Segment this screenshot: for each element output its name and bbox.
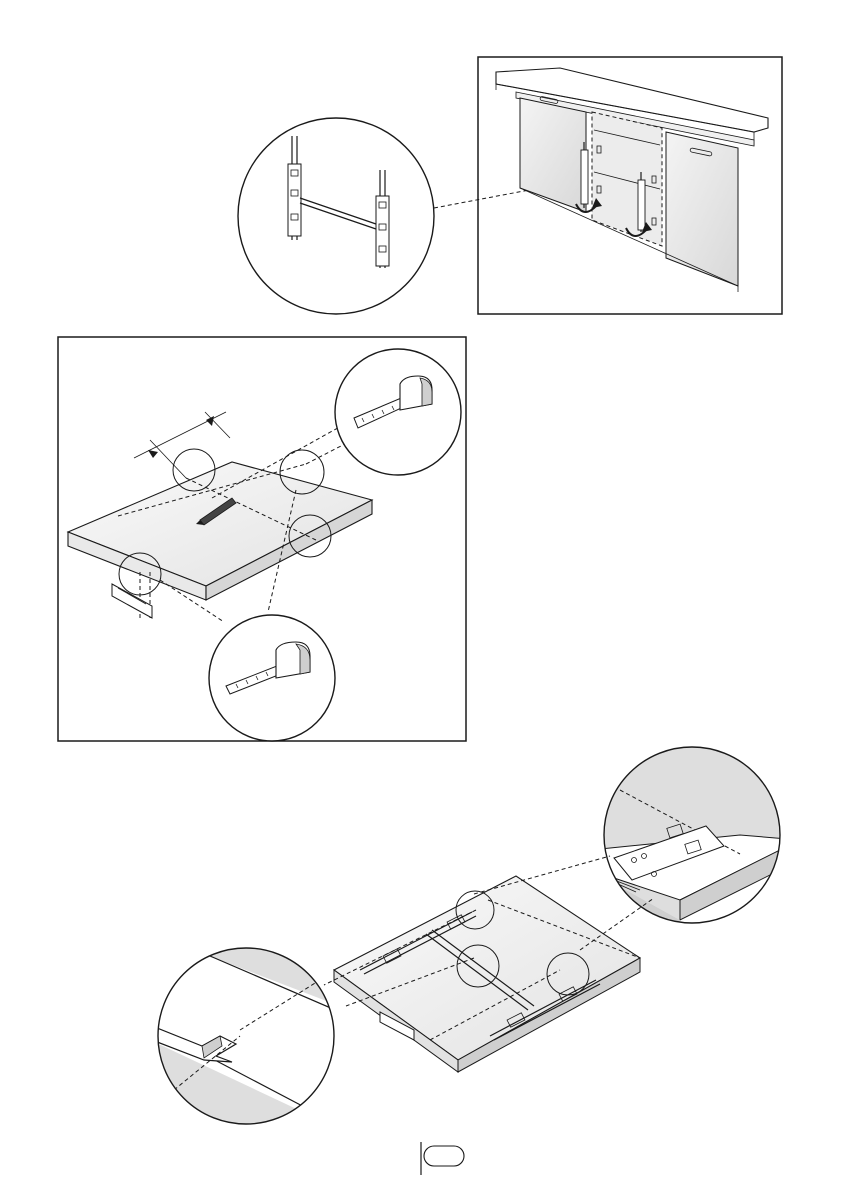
hinge-bracket-zoom-circle xyxy=(590,746,800,960)
slot-detail-zoom-circle xyxy=(150,940,350,1130)
tape-measure-zoom-circle-bottom xyxy=(209,615,335,741)
door-panel-assembly-figure xyxy=(150,746,800,1130)
zoom-leader-top xyxy=(474,856,610,894)
measuring-template-figure xyxy=(68,349,461,741)
kitchen-cabinet-illustration xyxy=(496,68,768,292)
door-panel-with-brackets xyxy=(334,876,640,1060)
page-footer xyxy=(421,1142,464,1175)
language-badge xyxy=(424,1146,464,1166)
tape-measure-zoom-circle-top xyxy=(335,349,461,475)
integration-bracket-figure xyxy=(238,57,782,314)
bracket-frame-zoom-circle xyxy=(238,118,434,314)
template-bracket xyxy=(112,584,152,618)
